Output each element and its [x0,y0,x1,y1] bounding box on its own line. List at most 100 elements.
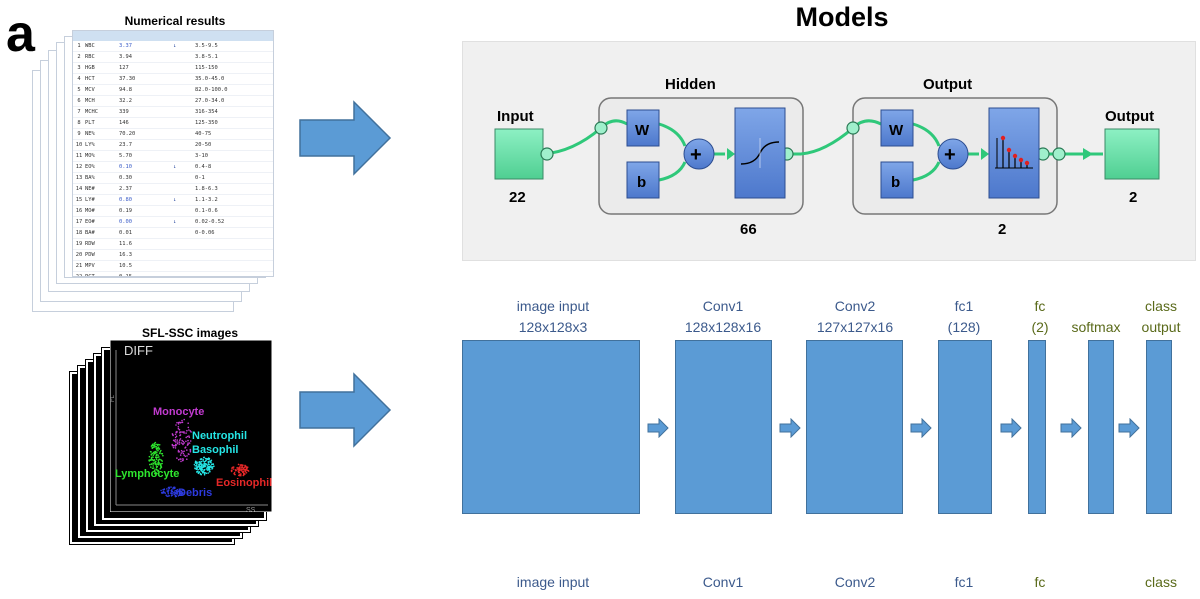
row-value: 23.7 [119,142,132,148]
row-flag: ↓ [173,219,177,225]
cnn-box-class-output [1146,340,1172,514]
cluster-label-eosinophil: Eosinophil [216,477,272,489]
row-value: 3.94 [119,54,132,60]
nn-hidden-weight [626,109,660,147]
nn-output-weight-label: W [889,122,904,139]
nn-diagram-panel: Input 22 Hidden 66 Output 2 Output 2 [462,41,1196,261]
row-number: 21 [75,263,83,269]
cnn-box-conv1 [675,340,772,514]
row-number: 17 [75,219,83,225]
row-value: 32.2 [119,98,132,104]
row-reference: 3-10 [195,153,208,159]
row-value: 11.6 [119,241,132,247]
nn-hidden-weight-label: W [635,122,650,139]
cluster-label-neutrophil: Neutrophil [192,430,247,442]
row-flag [173,118,195,128]
ss-axis-label: SS [246,507,256,512]
nn-input-size: 22 [509,189,526,206]
row-reference: 316-354 [195,109,218,115]
nn-output-weight [880,109,914,147]
nn-output-sum-label: + [944,144,956,166]
row-parameter: HCT [85,76,95,82]
row-reference: 82.0-100.0 [195,87,228,93]
cluster-label-monocyte: Monocyte [153,406,204,418]
row-value: 0.00 [119,219,132,225]
row-flag: ↓ [173,164,177,170]
cnn-bottom-label-conv2: Conv2 [834,574,876,590]
row-parameter: WBC [85,43,95,49]
row-value: 0.15 [119,274,132,277]
row-flag [173,107,195,117]
row-flag [173,184,195,194]
row-parameter: MPV [85,263,95,269]
row-parameter: PDW [85,252,95,258]
row-number: 1 [77,43,81,49]
row-number: 20 [75,252,83,258]
cnn-layer-label-softmax: softmax [1071,319,1121,335]
row-number: 9 [77,131,81,137]
row-parameter: RDW [85,241,95,247]
fl-axis-label: FL [110,394,116,402]
cnn-layer-label-fc1: fc1(128) [947,298,981,335]
models-title: Models [795,2,889,32]
nn-hidden-size: 66 [740,221,757,238]
row-reference: 0-0.06 [195,230,215,236]
diff-label: DIFF [124,343,153,358]
cnn-bottom-label-fc: fc [1034,574,1046,590]
row-value: 0.30 [119,175,132,181]
cnn-bottom-label-image-input: image input [516,574,590,590]
sfl-ssc-scatter: DIFF FL SS Monocyte Neutrophil Basophil … [110,340,272,512]
sfl-ssc-title: SFL-SSC images [141,326,239,340]
nn-output-bias [880,161,914,199]
nn-hidden-sum [683,138,715,170]
cnn-box-conv2 [806,340,903,514]
row-number: 18 [75,230,83,236]
row-reference: 0.4-8 [195,164,212,170]
row-value: 0.01 [119,230,132,236]
row-parameter: LY# [85,197,95,203]
row-flag [173,261,195,271]
row-reference [195,239,269,249]
row-value: 2.37 [119,186,132,192]
row-parameter: NE# [85,186,95,192]
cnn-box-fc1 [938,340,992,514]
row-parameter: MO% [85,153,95,159]
row-reference: 3.8-5.1 [195,54,218,60]
row-number: 14 [75,186,83,192]
row-value: 3.37 [119,43,132,49]
cnn-arrow [1118,418,1140,438]
row-number: 7 [77,109,81,115]
row-reference [195,261,269,271]
cnn-arrow [779,418,801,438]
row-flag [173,96,195,106]
row-flag [173,52,195,62]
row-number: 5 [77,87,81,93]
row-value: 0.10 [119,164,132,170]
cnn-box-fc [1028,340,1046,514]
row-number: 12 [75,164,83,170]
nn-input-node [494,128,544,180]
nn-diagram: Input 22 Hidden 66 Output 2 Output 2 [494,76,1160,238]
row-reference: 0.02-0.52 [195,219,225,225]
cnn-layer-label-fc: fc(2) [1031,298,1049,335]
row-flag [173,239,195,249]
cnn-box-softmax [1088,340,1114,514]
row-value: 127 [119,65,129,71]
row-reference [195,250,269,260]
numerical-results-title: Numerical results [124,14,226,28]
row-parameter: BA% [85,175,95,181]
row-reference [195,272,269,276]
nn-input-label: Input [497,108,534,125]
